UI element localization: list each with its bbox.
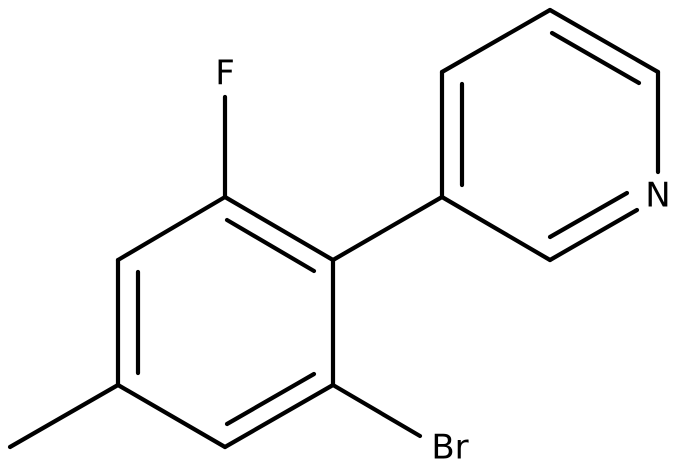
bond-p6-p1 [439,194,553,263]
bond-n-p6 [547,207,640,263]
bond-c3-c4 [115,382,228,450]
bond-p2-p3 [439,7,553,75]
bond-p3-p4 [547,7,661,75]
pyridine-ring [439,7,661,263]
bond-c4-c5-inner [224,371,317,427]
bond-c-methyl [7,382,121,450]
bond-c1-c2 [115,194,228,263]
bond-n-p6-inner [547,190,630,240]
benzene-ring [115,194,336,450]
atom-label-nitrogen: N [645,176,670,216]
bond-c6-c1-inner [224,217,317,274]
bond-aryl-aryl [330,194,445,263]
bond-c6-c1 [222,194,336,263]
bond-p3-p4-inner [549,30,642,86]
atom-label-bromine: Br [431,428,468,468]
bond-c-br [330,382,423,439]
bond-c4-c5 [222,382,336,450]
atom-label-fluorine: F [215,54,235,94]
